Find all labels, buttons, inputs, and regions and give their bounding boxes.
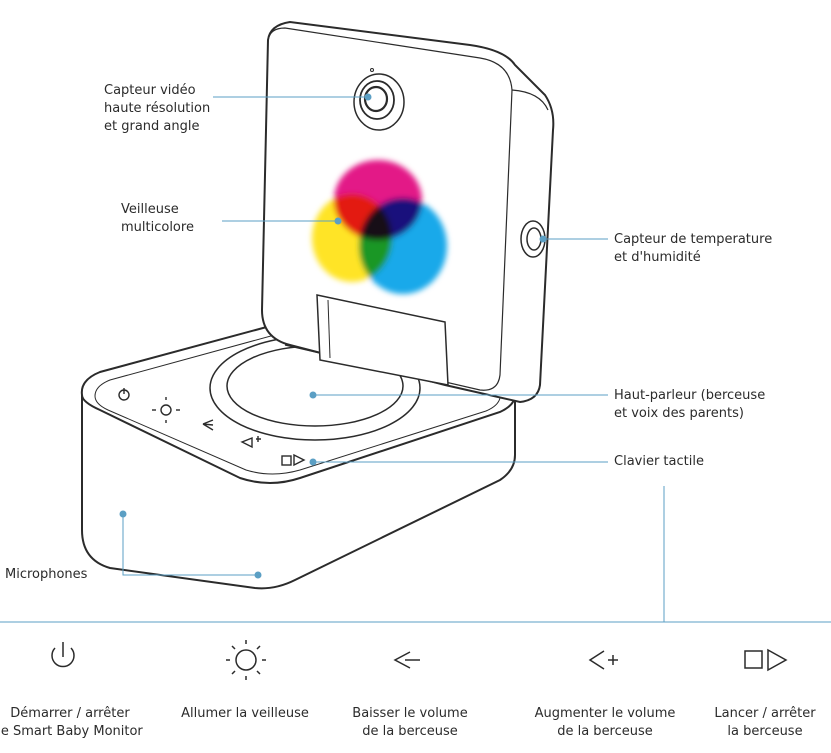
callout-temp-humidity: Capteur de temperature et d'humidité <box>614 232 773 265</box>
volume-down-icon <box>393 651 420 669</box>
button-label-vol-down: Baisser le volume de la berceuse <box>352 706 468 739</box>
leader-lines <box>0 96 831 623</box>
sun-icon <box>226 640 266 680</box>
button-label-play: Lancer / arrêter la berceuse <box>714 706 816 739</box>
callout-video-sensor: Capteur vidéo haute résolution et grand … <box>104 83 211 134</box>
play-stop-icon <box>744 648 788 672</box>
camera-lens <box>353 68 405 131</box>
leader-dots <box>119 93 547 579</box>
callout-microphones: Microphones <box>5 567 88 582</box>
button-label-power: Démarrer / arrêter le Smart Baby Monitor <box>0 706 143 739</box>
power-icon <box>51 642 75 668</box>
button-label-light: Allumer la veilleuse <box>181 706 309 721</box>
callout-night-light: Veilleuse multicolore <box>121 202 194 235</box>
volume-up-icon <box>588 650 618 670</box>
callout-speaker: Haut-parleur (berceuse et voix des paren… <box>614 388 766 421</box>
button-label-vol-up: Augmenter le volume de la berceuse <box>534 706 676 739</box>
base-keypad-icons <box>118 388 306 467</box>
callout-keypad: Clavier tactile <box>614 454 704 469</box>
multicolor-light <box>312 160 447 294</box>
